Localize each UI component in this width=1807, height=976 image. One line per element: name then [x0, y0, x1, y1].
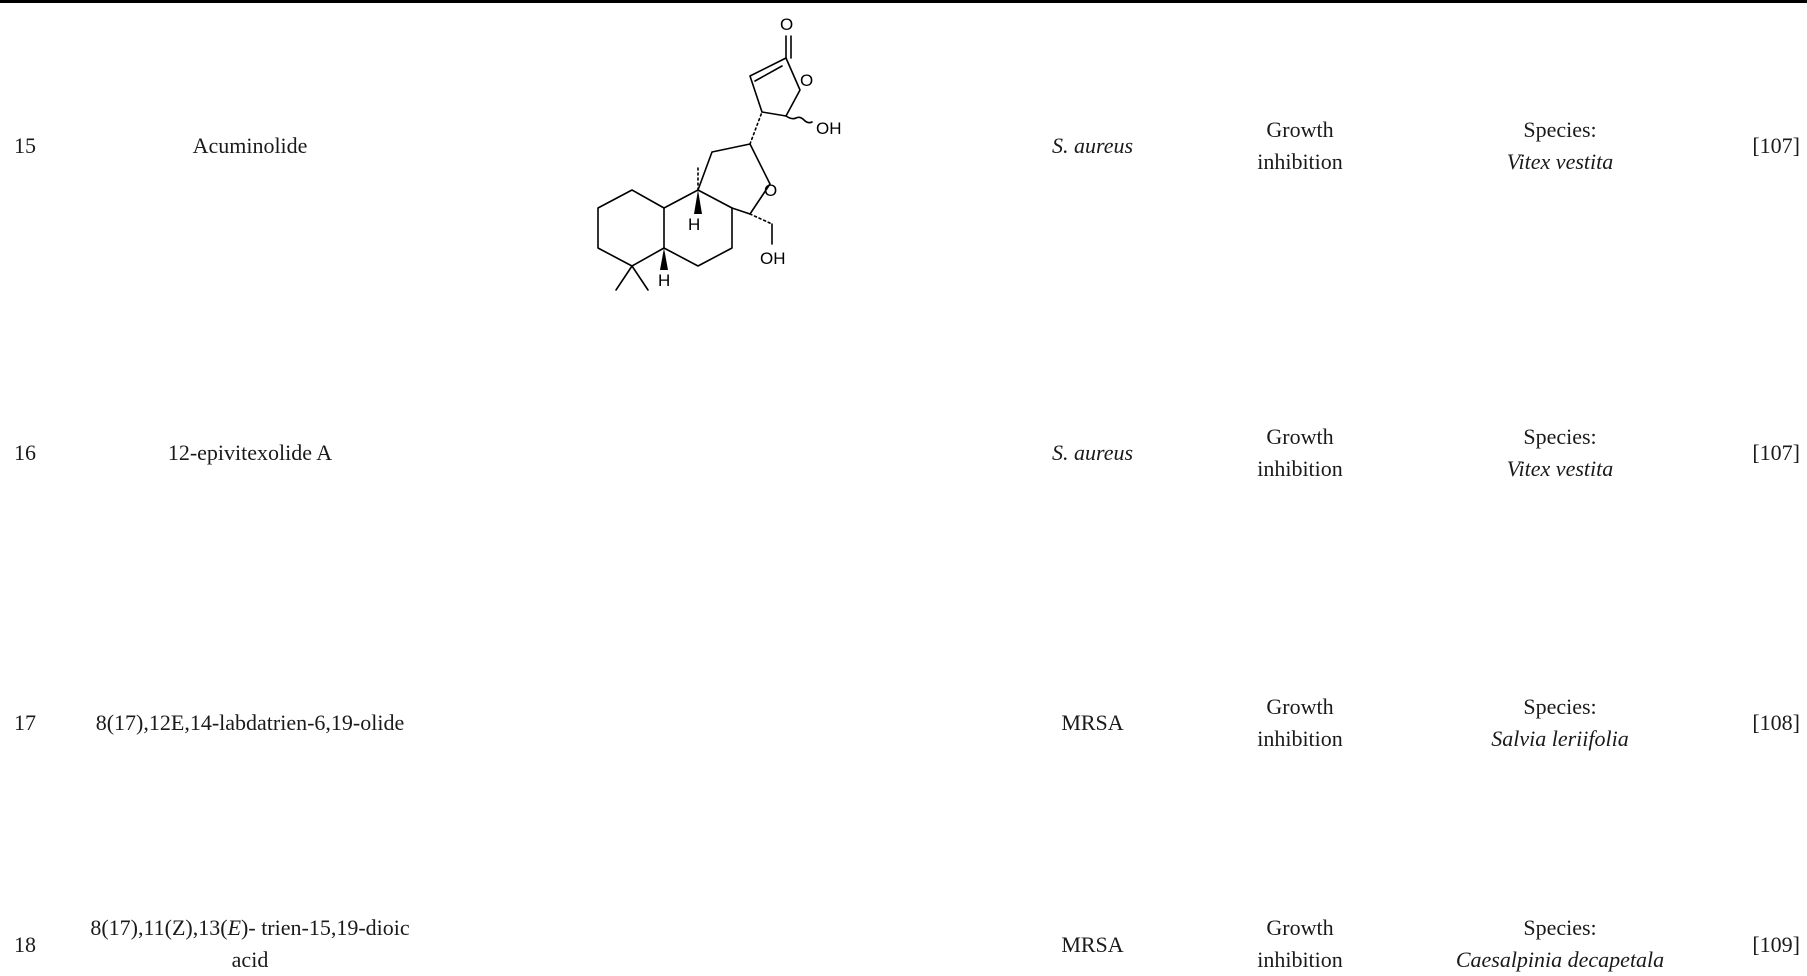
table-top-rule: [0, 0, 1807, 3]
source: Species: Vitex vestita: [1430, 421, 1690, 485]
reference: [108]: [1752, 710, 1800, 735]
activity-line-2: inhibition: [1257, 947, 1343, 972]
reference: [109]: [1752, 932, 1800, 957]
activity-line-1: Growth: [1266, 694, 1334, 719]
compound-name: 12-epivitexolide A: [167, 440, 333, 465]
chemical-structure-acuminolide: O O OH O OH H H: [590, 8, 860, 293]
compound-number: 17: [14, 710, 36, 735]
source-label: Species:: [1523, 915, 1597, 940]
activity: Growth inhibition: [1205, 421, 1395, 485]
atom-oh-bottom: OH: [760, 249, 786, 268]
atom-oh-top: OH: [816, 119, 842, 138]
source-label: Species:: [1523, 117, 1597, 142]
activity-line-1: Growth: [1266, 915, 1334, 940]
activity-line-2: inhibition: [1257, 726, 1343, 751]
atom-o-ring: O: [800, 71, 813, 90]
target-organism: S. aureus: [1051, 440, 1134, 465]
activity: Growth inhibition: [1205, 912, 1395, 976]
activity-line-1: Growth: [1266, 424, 1334, 449]
activity: Growth inhibition: [1205, 691, 1395, 755]
compound-number: 16: [14, 440, 36, 465]
activity: Growth inhibition: [1205, 114, 1395, 178]
reference: [107]: [1752, 133, 1800, 158]
source-species: Vitex vestita: [1506, 456, 1614, 481]
source-species: Salvia leriifolia: [1491, 726, 1629, 751]
activity-line-2: inhibition: [1257, 456, 1343, 481]
source: Species: Vitex vestita: [1430, 114, 1690, 178]
compound-name-line-2: acid: [231, 947, 269, 972]
compound-number: 18: [14, 932, 36, 957]
compound-name: 8(17),11(Z),13(E)- trien-15,19-dioic aci…: [50, 912, 450, 976]
source-label: Species:: [1523, 694, 1597, 719]
structure-drawing: O O OH O OH H H: [597, 15, 842, 291]
compound-name: 8(17),12E,14-labdatrien-6,19-olide: [95, 710, 405, 735]
atom-h-lower: H: [658, 271, 670, 290]
source-species: Vitex vestita: [1506, 149, 1614, 174]
target-organism: S. aureus: [1051, 133, 1134, 158]
compound-name-line-1: 8(17),11(Z),13(E)- trien-15,19-dioic: [90, 915, 410, 940]
source: Species: Salvia leriifolia: [1430, 691, 1690, 755]
atom-o-ether: O: [764, 181, 777, 200]
atom-h-upper: H: [688, 215, 700, 234]
source: Species: Caesalpinia decapetala: [1430, 912, 1690, 976]
compound-number: 15: [14, 133, 36, 158]
atom-o-carbonyl: O: [780, 15, 793, 34]
compound-name: Acuminolide: [192, 133, 308, 158]
target-organism: MRSA: [1061, 710, 1124, 735]
source-label: Species:: [1523, 424, 1597, 449]
target-organism: MRSA: [1061, 932, 1124, 957]
reference: [107]: [1752, 440, 1800, 465]
activity-line-1: Growth: [1266, 117, 1334, 142]
source-species: Caesalpinia decapetala: [1455, 947, 1665, 972]
activity-line-2: inhibition: [1257, 149, 1343, 174]
